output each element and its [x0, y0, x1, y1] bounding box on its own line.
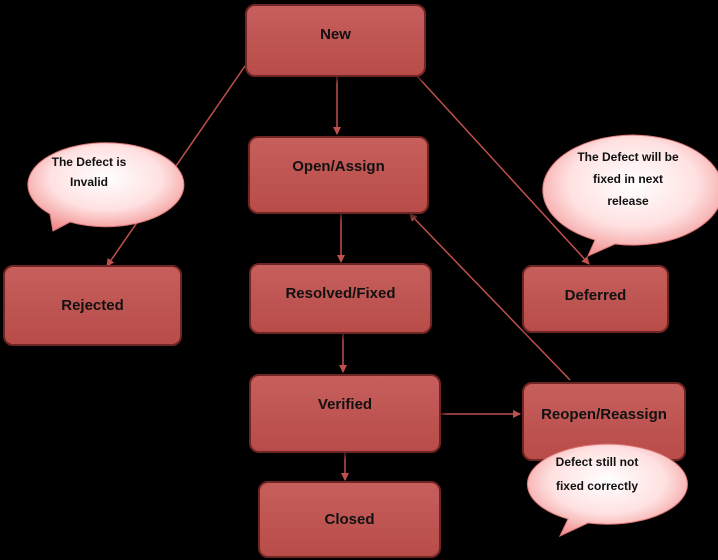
node-closed-label: Closed: [324, 511, 375, 528]
node-deferred-label: Deferred: [564, 287, 627, 304]
callout-reopen-line2: fixed correctly: [555, 479, 639, 493]
node-reopen-reassign-label: Reopen/Reassign: [541, 406, 667, 423]
callout-deferred-line1: The Defect will be: [577, 150, 679, 164]
node-verified: Verified: [249, 374, 441, 453]
callout-reopen-text: Defect still not fixed correctly: [527, 450, 667, 498]
arrow-new-to-deferred: [416, 75, 590, 265]
callout-deferred-line3: release: [607, 194, 649, 208]
node-closed: Closed: [258, 481, 441, 558]
callout-invalid-text: The Defect is Invalid: [24, 152, 154, 192]
arrow-reopen-to-open: [409, 213, 571, 381]
node-open-assign: Open/Assign: [248, 136, 429, 214]
node-resolved-fixed: Resolved/Fixed: [249, 263, 432, 334]
node-new-label: New: [320, 26, 351, 43]
callout-reopen-bubble: [526, 443, 688, 538]
callout-deferred-bubble: [542, 134, 718, 257]
callout-reopen-line1: Defect still not: [555, 455, 639, 469]
node-deferred: Deferred: [522, 265, 669, 333]
callout-invalid-line1: The Defect is: [51, 155, 127, 169]
node-open-assign-label: Open/Assign: [292, 158, 385, 175]
node-resolved-fixed-label: Resolved/Fixed: [285, 285, 396, 302]
node-new: New: [245, 4, 426, 77]
node-verified-label: Verified: [317, 396, 373, 413]
node-rejected-label: Rejected: [61, 297, 124, 314]
node-rejected: Rejected: [3, 265, 182, 346]
callout-deferred-text: The Defect will be fixed in next release: [553, 146, 703, 212]
callout-deferred-line2: fixed in next: [592, 172, 663, 186]
callout-invalid-bubble: [27, 142, 185, 232]
callout-invalid-line2: Invalid: [69, 175, 108, 189]
